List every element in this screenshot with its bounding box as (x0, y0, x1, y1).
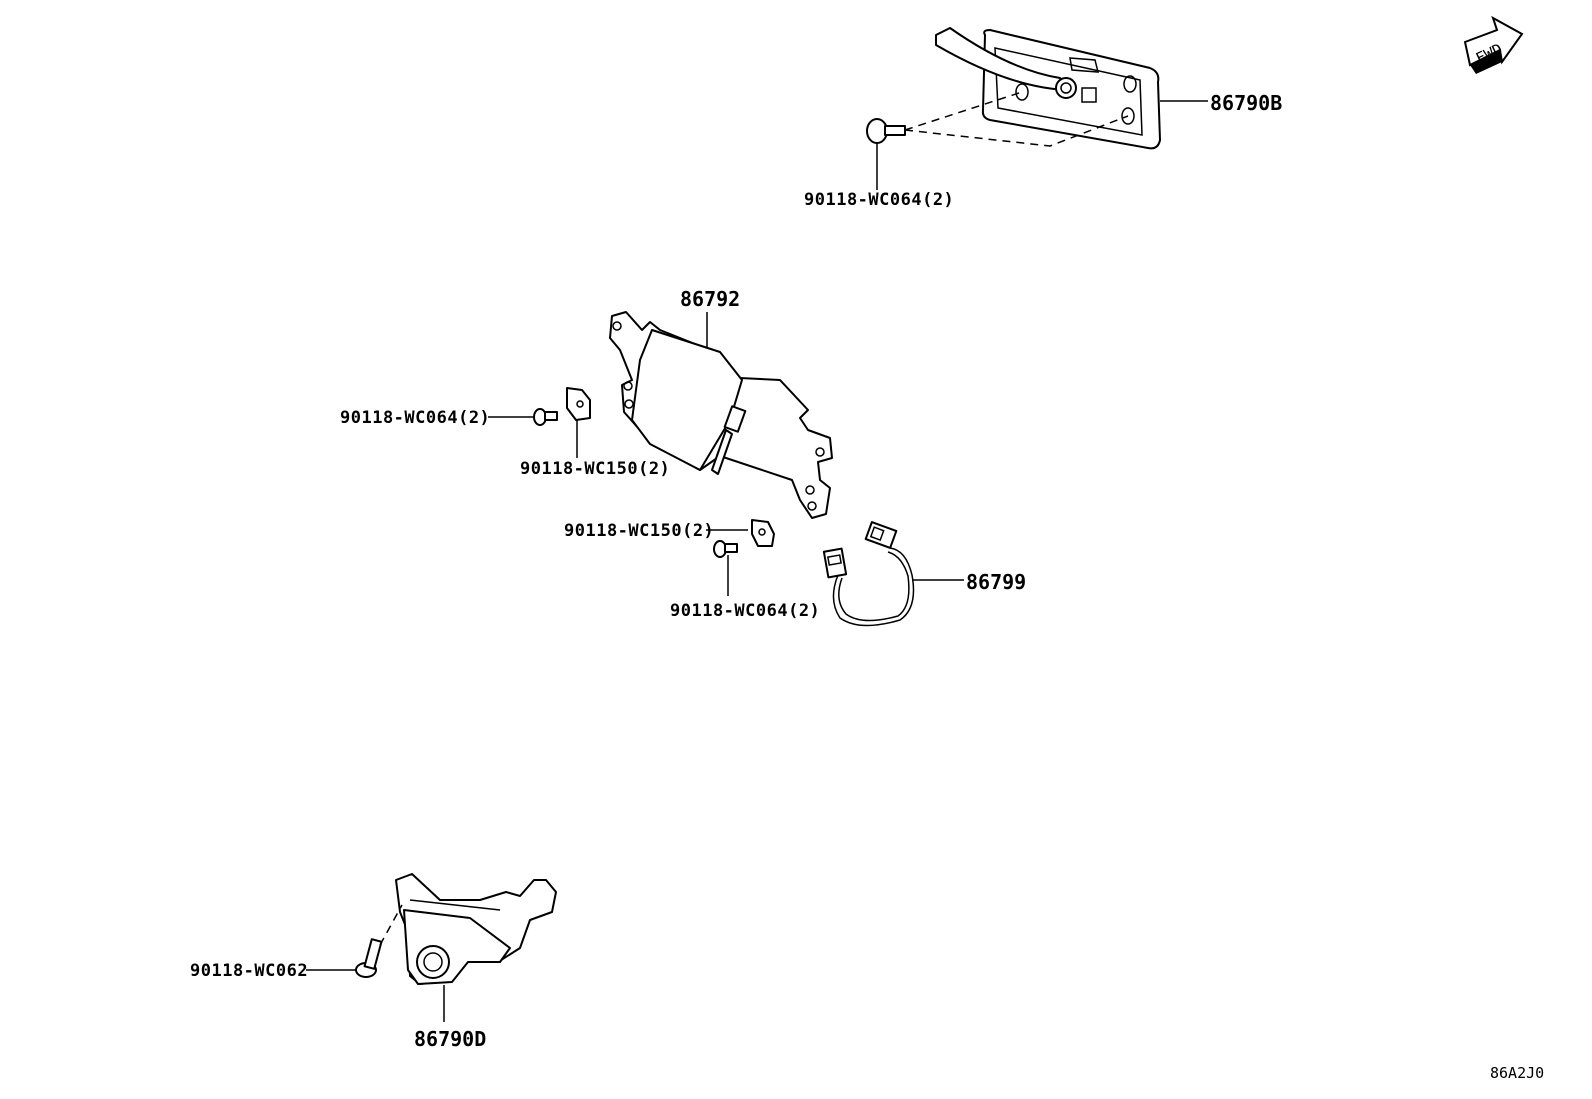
fwd-arrow-icon: FWD (1463, 15, 1524, 74)
clip-90118-wc062-bottom[interactable] (355, 938, 383, 978)
label-86790b: 86790B (1210, 91, 1282, 115)
label-86799: 86799 (966, 570, 1026, 594)
clip-90118-wc064-left[interactable] (533, 408, 558, 426)
clip-90118-wc064-top[interactable] (866, 118, 906, 144)
label-clip-left: 90118-WC064(2) (340, 408, 490, 428)
label-86792: 86792 (680, 287, 740, 311)
label-nut-left: 90118-WC150(2) (520, 459, 670, 479)
nut-90118-wc150-mid[interactable] (751, 519, 775, 547)
control-module-86792[interactable] (609, 311, 833, 519)
camera-bracket-86790b[interactable] (935, 27, 1161, 150)
label-86790d: 86790D (414, 1027, 486, 1051)
clip-90118-wc064-mid[interactable] (713, 540, 738, 558)
nut-90118-wc150-left[interactable] (566, 387, 591, 421)
wire-harness-86799[interactable] (822, 521, 915, 627)
label-clip-mid: 90118-WC064(2) (670, 601, 820, 621)
label-clip-bottom: 90118-WC062 (190, 961, 308, 981)
label-clip-top: 90118-WC064(2) (804, 190, 954, 210)
camera-86790d[interactable] (395, 873, 557, 985)
diagram-code: 86A2J0 (1490, 1064, 1544, 1082)
label-nut-mid: 90118-WC150(2) (564, 521, 714, 541)
